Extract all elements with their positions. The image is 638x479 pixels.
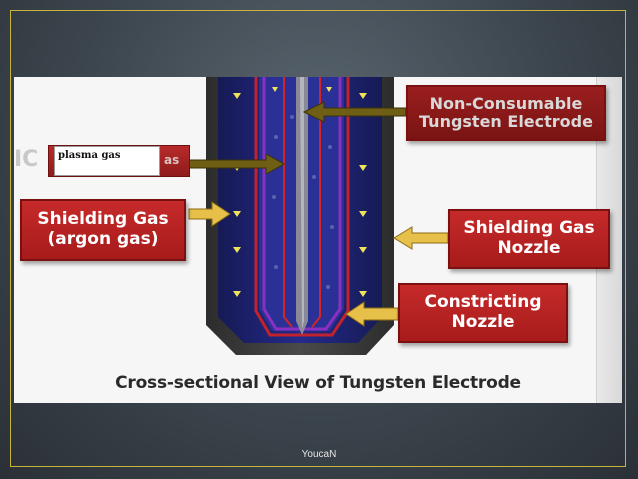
shielding-gas-label: Shielding Gas (argon gas) [20,199,186,261]
tungsten-electrode-highlight [300,77,304,329]
constricting-nozzle-label-line2: Nozzle [451,312,515,332]
plasma-gas-partial-text: as [164,153,180,167]
shielding-nozzle-label: Shielding Gas Nozzle [448,209,610,269]
shielding-nozzle-label-line1: Shielding Gas [463,218,595,239]
constricting-nozzle-label-line1: Constricting [424,292,542,313]
slide-frame [10,10,626,467]
footer-credit: YoucaN [301,449,337,460]
electrode-label-line1: Non-Consumable [429,93,583,113]
inner-red-line-left [283,77,293,328]
shielding-gas-label-line1: Shielding Gas [37,209,169,230]
plasma-particles [272,115,334,289]
plasma-gas-label: plasma gas [54,146,160,176]
constricting-nozzle-label: Constricting Nozzle [398,283,568,343]
shielding-gas-arrow [188,201,231,227]
shielding-gas-label-line2: (argon gas) [47,229,159,249]
electrode-label-line2: Tungsten Electrode [419,112,593,131]
inner-red-line-right [311,77,321,328]
shielding-nozzle-label-line2: Nozzle [497,238,561,258]
torch-diagram [185,77,449,355]
diagram-slide: IC as plasma gas Non-Consumable Tungsten… [14,77,622,403]
electrode-label: Non-Consumable Tungsten Electrode [406,85,606,141]
constricting-nozzle-red-line [254,77,350,337]
partial-hidden-text: IC [14,147,39,172]
shielding-nozzle-arrow [393,226,449,250]
plasma-gas-arrow [185,153,286,175]
diagram-caption: Cross-sectional View of Tungsten Electro… [115,373,521,393]
